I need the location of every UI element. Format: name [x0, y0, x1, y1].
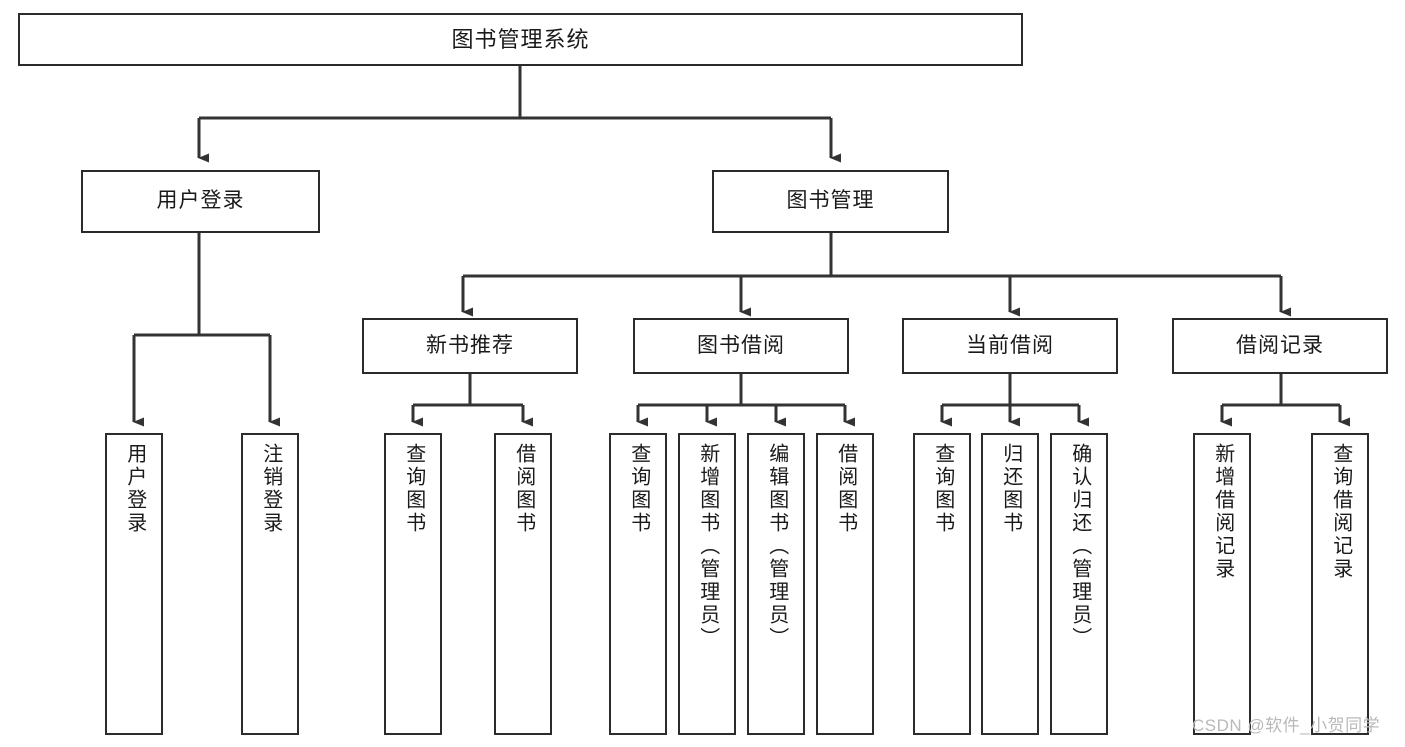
node-leaf-user-login[interactable]: 用户登录	[105, 433, 163, 735]
node-book-borrow[interactable]: 图书借阅	[633, 318, 849, 374]
node-leaf-query-book[interactable]: 查询图书	[609, 433, 667, 735]
node-new-book-recommend[interactable]: 新书推荐	[362, 318, 578, 374]
node-label: 归还图书	[999, 443, 1022, 535]
node-root-system[interactable]: 图书管理系统	[18, 13, 1023, 66]
node-leaf-edit-book-admin[interactable]: 编辑图书（管理员）	[747, 433, 805, 735]
node-label: 查询图书	[627, 443, 650, 535]
node-label: 查询图书	[402, 443, 425, 535]
node-label: 查询图书	[931, 443, 954, 535]
node-user-login[interactable]: 用户登录	[81, 170, 320, 233]
node-leaf-borrow-book-new[interactable]: 借阅图书	[494, 433, 552, 735]
csdn-watermark: CSDN @软件_小贺同学	[1192, 716, 1381, 735]
node-leaf-add-borrow-record[interactable]: 新增借阅记录	[1193, 433, 1251, 735]
node-label: 新增图书（管理员）	[696, 443, 719, 650]
node-label: 借阅记录	[1236, 333, 1324, 357]
node-book-management[interactable]: 图书管理	[712, 170, 949, 233]
node-label: 用户登录	[156, 189, 245, 213]
node-borrow-records[interactable]: 借阅记录	[1172, 318, 1388, 374]
node-label: 图书管理系统	[451, 26, 590, 52]
node-label: 借阅图书	[834, 443, 857, 535]
node-leaf-return-book[interactable]: 归还图书	[981, 433, 1039, 735]
node-label: 编辑图书（管理员）	[765, 443, 788, 650]
node-leaf-confirm-return-admin[interactable]: 确认归还（管理员）	[1050, 433, 1108, 735]
node-label: 查询借阅记录	[1329, 443, 1352, 581]
node-leaf-query-book-new[interactable]: 查询图书	[384, 433, 442, 735]
node-label: 新增借阅记录	[1211, 443, 1234, 581]
node-leaf-add-book-admin[interactable]: 新增图书（管理员）	[678, 433, 736, 735]
node-leaf-borrow-book[interactable]: 借阅图书	[816, 433, 874, 735]
node-label: 新书推荐	[426, 333, 514, 357]
node-label: 注销登录	[259, 443, 282, 535]
node-label: 借阅图书	[512, 443, 535, 535]
node-leaf-logout[interactable]: 注销登录	[241, 433, 299, 735]
node-current-borrow[interactable]: 当前借阅	[902, 318, 1118, 374]
node-label: 确认归还（管理员）	[1068, 443, 1091, 650]
node-label: 当前借阅	[966, 333, 1054, 357]
node-label: 用户登录	[123, 443, 146, 535]
node-leaf-query-book-current[interactable]: 查询图书	[913, 433, 971, 735]
node-label: 图书借阅	[697, 333, 785, 357]
node-label: 图书管理	[786, 189, 875, 213]
node-leaf-query-borrow-record[interactable]: 查询借阅记录	[1311, 433, 1369, 735]
